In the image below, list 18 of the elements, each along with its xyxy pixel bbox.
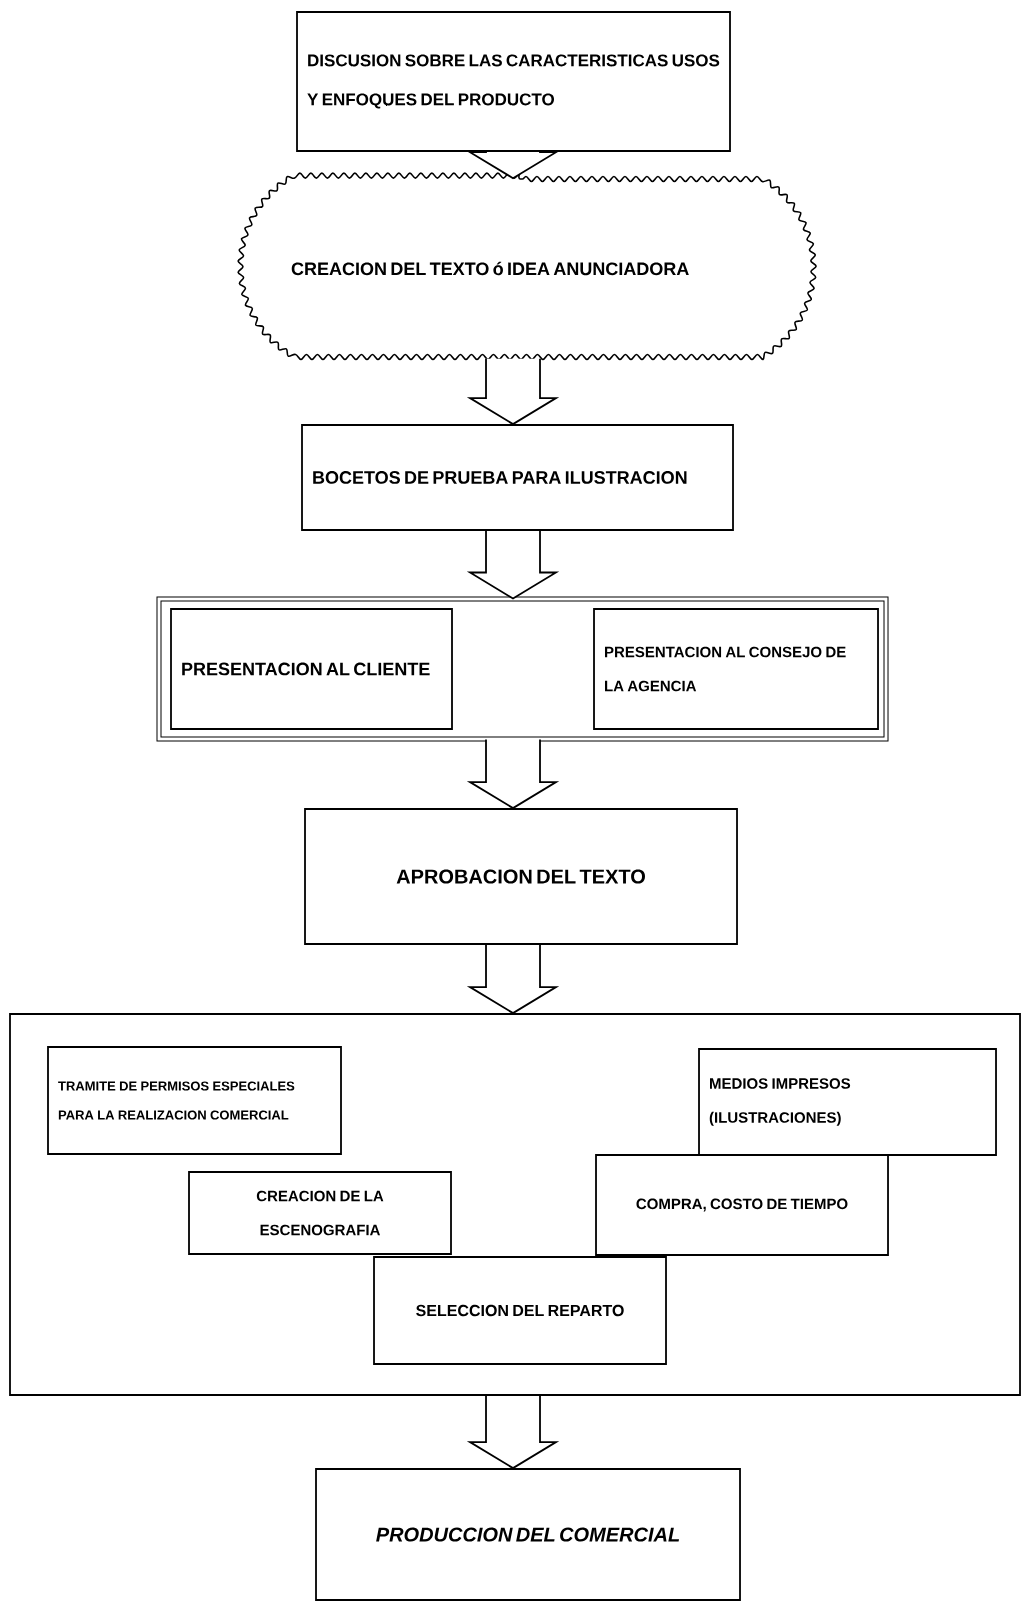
process-box: COMPRA, COSTO DE TIEMPO: [595, 1154, 889, 1256]
process-box: PRESENTACION AL CONSEJO DE LA AGENCIA: [593, 608, 879, 730]
process-box: PRODUCCION DEL COMERCIAL: [315, 1468, 741, 1601]
process-box: TRAMITE DE PERMISOS ESPECIALES PARA LA REALIZACION COMERCIAL: [47, 1046, 342, 1155]
cloud-box: CREACION DEL TEXTO ó IDEA ANUNCIADORA: [237, 172, 817, 361]
block-arrow: [466, 151, 560, 180]
process-box: MEDIOS IMPRESOS (ILUSTRACIONES): [698, 1048, 997, 1156]
process-box: PRESENTACION AL CLIENTE: [170, 608, 453, 730]
block-arrow: [466, 530, 560, 600]
process-box: BOCETOS DE PRUEBA PARA ILUSTRACION: [301, 424, 734, 531]
block-arrow: [466, 357, 560, 426]
process-box: DISCUSION SOBRE LAS CARACTERISTICAS USOS Y ENFOQUES DEL PRODUCTO: [296, 11, 731, 152]
block-arrow: [466, 944, 560, 1015]
process-box: SELECCION DEL REPARTO: [373, 1256, 667, 1365]
block-arrow: [466, 1395, 560, 1470]
process-box: APROBACION DEL TEXTO: [304, 808, 738, 945]
block-arrow: [466, 738, 560, 810]
process-box: CREACION DE LA ESCENOGRAFIA: [188, 1171, 452, 1255]
